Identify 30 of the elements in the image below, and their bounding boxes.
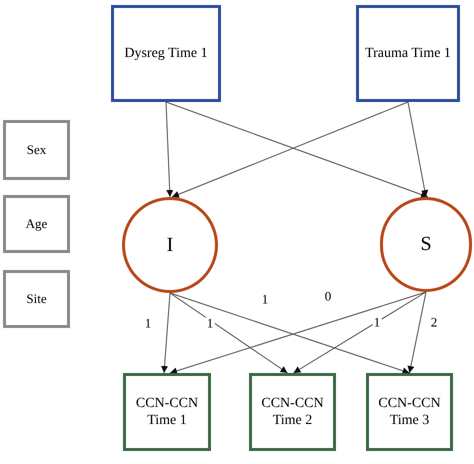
node-label: CCN-CCN Time 1 bbox=[134, 394, 200, 430]
outcome-box bbox=[366, 373, 453, 451]
variable-box bbox=[111, 5, 221, 102]
covariate-box bbox=[3, 270, 70, 328]
arrow bbox=[293, 292, 426, 374]
edge-label: 2 bbox=[430, 316, 438, 328]
edge-label: 1 bbox=[144, 316, 152, 330]
edge-label: 1 bbox=[260, 292, 270, 306]
covariate-box bbox=[3, 120, 70, 180]
edge-label: 1 bbox=[206, 316, 214, 330]
edge-label: 0 bbox=[324, 290, 332, 302]
node-label: Age bbox=[24, 216, 48, 232]
outcome-box bbox=[123, 373, 211, 451]
arrow bbox=[408, 102, 428, 198]
node-label: CCN-CCN Time 2 bbox=[260, 394, 325, 430]
node-label: Trauma Time 1 bbox=[364, 44, 452, 62]
node-label: Sex bbox=[26, 142, 48, 158]
node-label: I bbox=[166, 232, 174, 258]
edge-label: 1 bbox=[372, 316, 382, 328]
node-label: Dysreg Time 1 bbox=[123, 44, 209, 62]
node-label: CCN-CCN Time 3 bbox=[377, 394, 442, 430]
node-label: Site bbox=[25, 290, 48, 308]
arrow bbox=[161, 292, 170, 374]
covariate-box bbox=[3, 195, 70, 253]
arrow bbox=[170, 292, 288, 374]
arrow bbox=[166, 102, 174, 198]
arrow bbox=[407, 292, 426, 374]
outcome-box bbox=[249, 373, 336, 451]
variable-box bbox=[356, 5, 460, 102]
node-label: S bbox=[419, 232, 433, 257]
